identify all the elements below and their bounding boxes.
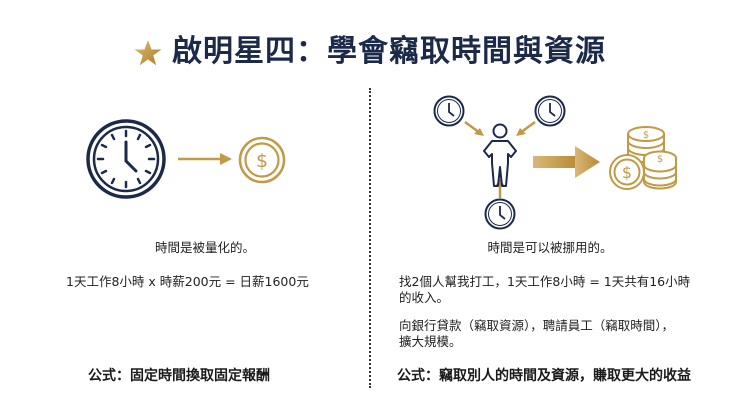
title-text: 啟明星四：學會竊取時間與資源 bbox=[172, 34, 606, 69]
panel-divider bbox=[369, 88, 371, 388]
svg-text:$: $ bbox=[256, 150, 268, 172]
clock-icon bbox=[86, 119, 166, 199]
clock-icon bbox=[534, 95, 566, 127]
left-example: 1天工作8小時 x 時薪200元 = 日薪1600元 bbox=[66, 274, 309, 289]
right-example-line1: 找2個人幫我打工，1天工作8小時 = 1天共有16小時 bbox=[399, 274, 691, 289]
person-icon bbox=[483, 123, 517, 187]
arrow-right-icon bbox=[178, 153, 232, 165]
right-formula: 公式：竊取別人的時間及資源，賺取更大的收益 bbox=[397, 368, 691, 384]
page-title: 啟明星四：學會竊取時間與資源 bbox=[0, 26, 740, 70]
clock-icon bbox=[484, 198, 516, 230]
coin-stack-icon: $ $ $ bbox=[609, 126, 677, 190]
coin-icon: $ bbox=[238, 136, 286, 184]
left-heading: 時間是被量化的。 bbox=[154, 240, 255, 255]
svg-text:$: $ bbox=[657, 154, 663, 165]
star-icon bbox=[134, 40, 162, 66]
right-method-line2: 擴大規模。 bbox=[399, 334, 462, 349]
arrow-right-icon bbox=[533, 146, 600, 178]
svg-text:$: $ bbox=[643, 130, 649, 141]
right-method-line1: 向銀行貸款（竊取資源），聘請員工（竊取時間）， bbox=[399, 318, 675, 333]
right-heading: 時間是可以被挪用的。 bbox=[487, 240, 613, 255]
right-example-line2: 的收入。 bbox=[399, 290, 450, 305]
left-formula: 公式：固定時間換取固定報酬 bbox=[88, 368, 270, 384]
clock-icon bbox=[433, 95, 465, 127]
svg-text:$: $ bbox=[622, 163, 632, 182]
